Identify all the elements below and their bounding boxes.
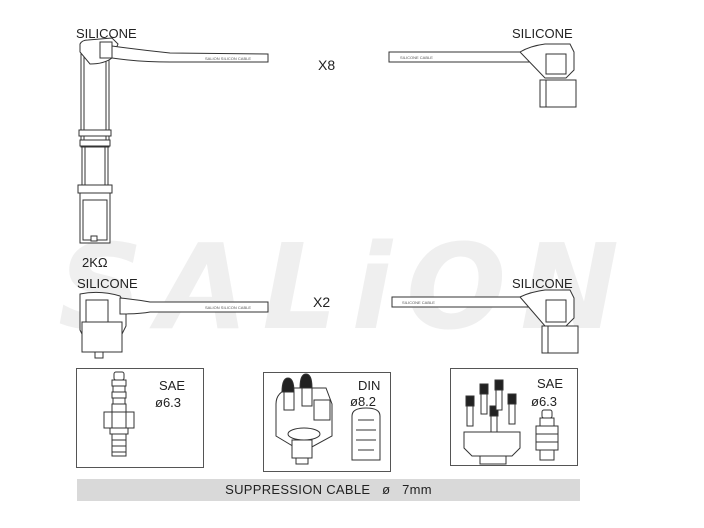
brand-watermark: SALiON bbox=[58, 218, 634, 356]
cable-print-right-top: SILICONE CABLE bbox=[400, 55, 433, 60]
connector-size: ø6.3 bbox=[155, 395, 182, 410]
cable-print-left-top: SALION SILICON CABLE bbox=[205, 56, 251, 61]
spark-plug-illustration bbox=[103, 371, 135, 457]
label-resistor-value: 2KΩ bbox=[82, 255, 108, 270]
label-mid-quantity: X2 bbox=[313, 294, 331, 310]
label-mid-right-material: SILICONE bbox=[512, 276, 573, 291]
din-distributor-cap-illustration bbox=[275, 373, 381, 465]
top-left-cable-assembly: SALION SILICON CABLE bbox=[77, 37, 269, 244]
suppression-cable-spec-text: SUPPRESSION CABLE ø 7mm bbox=[225, 482, 432, 497]
label-top-left-material: SILICONE bbox=[76, 26, 137, 41]
connector-box-sae-cap: SAE ø6.3 bbox=[450, 368, 578, 466]
connector-box-sae-plug: SAE ø6.3 bbox=[76, 368, 204, 468]
mid-right-cable-assembly: SILICONE CABLE bbox=[391, 289, 579, 354]
label-top-right-material: SILICONE bbox=[512, 26, 573, 41]
connector-standard: DIN bbox=[358, 378, 381, 393]
connector-size: ø8.2 bbox=[350, 394, 377, 409]
connector-size: ø6.3 bbox=[531, 394, 558, 409]
cable-print-left-mid: SALION SILICON CABLE bbox=[205, 305, 251, 310]
top-right-cable-assembly: SILICONE CABLE bbox=[388, 43, 577, 108]
mid-left-cable-assembly: SALION SILICON CABLE bbox=[79, 291, 269, 359]
connector-standard: SAE bbox=[159, 378, 186, 393]
suppression-cable-spec-bar: SUPPRESSION CABLE ø 7mm bbox=[77, 479, 580, 501]
label-top-quantity: X8 bbox=[318, 57, 336, 73]
cable-print-right-mid: SILICONE CABLE bbox=[402, 300, 435, 305]
sae-distributor-cap-illustration bbox=[463, 379, 559, 465]
label-mid-left-material: SILICONE bbox=[77, 276, 138, 291]
connector-box-din: DIN ø8.2 bbox=[263, 372, 391, 472]
connector-standard: SAE bbox=[537, 376, 564, 391]
